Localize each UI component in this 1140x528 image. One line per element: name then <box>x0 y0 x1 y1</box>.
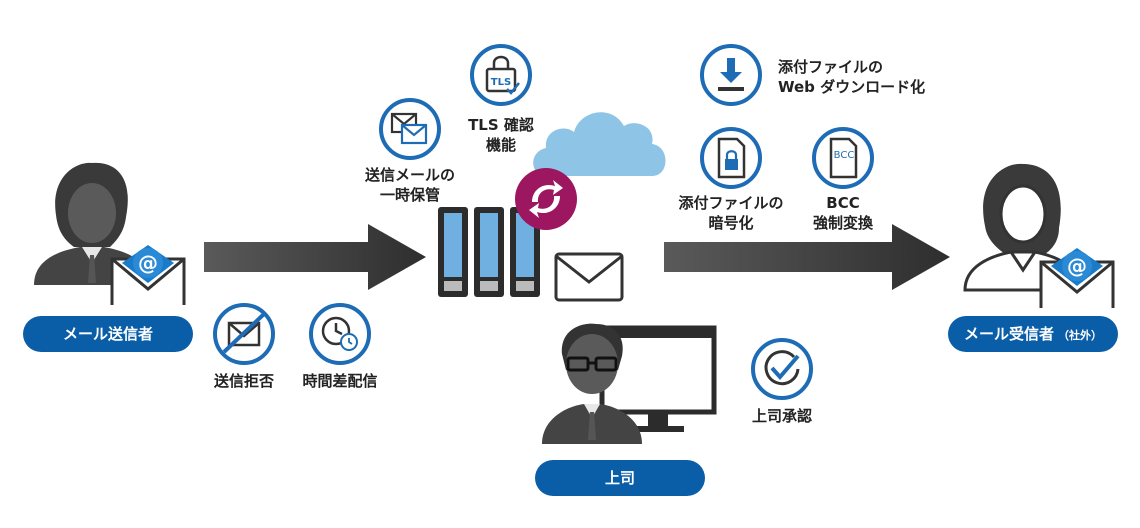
receiver-person-icon <box>963 163 1115 308</box>
sender-label: メール送信者 <box>62 325 153 343</box>
bcc-badge-text: BCC <box>833 150 855 161</box>
mail-server-icon <box>438 207 540 297</box>
delayed-send-icon <box>309 303 371 365</box>
bcc-file-icon <box>812 127 874 189</box>
tls-lock-icon <box>470 44 532 106</box>
sender-at-mark: @ <box>138 251 158 275</box>
temp-storage-icon <box>379 98 441 160</box>
encrypt-label-1: 添付ファイルの <box>678 194 784 212</box>
bcc-label-2: 強制変換 <box>812 214 873 232</box>
receiver-label: メール受信者 <box>963 325 1054 343</box>
encrypt-file-icon <box>700 127 762 189</box>
approval-label: 上司承認 <box>751 407 812 425</box>
download-icon <box>700 44 762 106</box>
receiver-at-mark: @ <box>1067 254 1087 278</box>
tls-label-1: TLS 確認 <box>468 116 534 134</box>
approval-check-icon <box>751 338 813 400</box>
temp-storage-label-2: 一時保管 <box>379 186 440 204</box>
bcc-label-1: BCC <box>826 194 860 212</box>
delayed-send-label: 時間差配信 <box>302 372 378 390</box>
sender-pill: メール送信者 <box>23 316 193 352</box>
encrypt-label-2: 暗号化 <box>708 214 754 232</box>
cloud-icon <box>533 112 666 176</box>
boss-person-icon <box>542 323 717 444</box>
boss-label: 上司 <box>604 469 635 487</box>
flow-arrow-left <box>204 224 426 290</box>
tls-label-2: 機能 <box>485 136 516 154</box>
flow-arrow-right <box>664 224 950 290</box>
send-reject-label: 送信拒否 <box>213 372 274 390</box>
send-reject-icon <box>213 303 275 365</box>
receiver-suffix: （社外） <box>1058 329 1102 342</box>
mail-envelope-icon <box>554 252 624 302</box>
receiver-pill: メール受信者 （社外） <box>948 316 1118 352</box>
sync-icon <box>515 168 577 230</box>
tls-badge-text: TLS <box>490 77 512 88</box>
web-download-label-1: 添付ファイルの <box>778 58 884 76</box>
boss-pill: 上司 <box>535 460 705 496</box>
sender-person-icon <box>34 162 186 305</box>
web-download-label-2: Web ダウンロード化 <box>778 78 926 96</box>
temp-storage-label-1: 送信メールの <box>364 166 455 184</box>
